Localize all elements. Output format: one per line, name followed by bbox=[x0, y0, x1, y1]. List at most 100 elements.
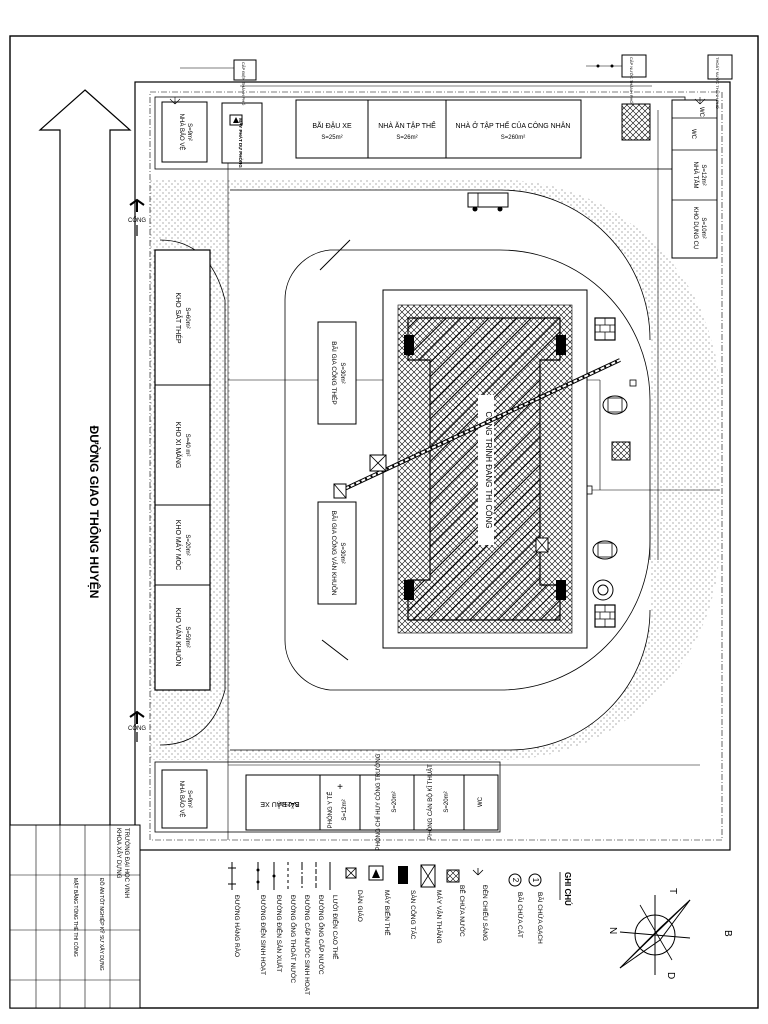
title-block-project: ĐỒ ÁN TỐT NGHIỆP KỸ SƯ XÂY DỰNG bbox=[98, 878, 106, 971]
store-steel-name: KHO SẮT THÉP bbox=[174, 292, 183, 343]
yard-steel: BÃI GIA CÔNG THÉP S=30m² bbox=[317, 321, 357, 425]
legend-symbol-6: DÀN GIÁO bbox=[356, 890, 365, 922]
compass: N T B D bbox=[607, 888, 733, 979]
gate-bottom-arrow-icon bbox=[129, 710, 145, 724]
light-icon bbox=[694, 97, 706, 105]
legend-line-3: ĐƯỜNG CẤP NƯỚC SINH HOẠT bbox=[303, 895, 313, 995]
compass-needle-icon bbox=[619, 899, 691, 969]
title-block: TRƯỜNG ĐẠI HỌC VINH KHOA XÂY DỰNG ĐỒ ÁN … bbox=[9, 824, 141, 1009]
light-icon bbox=[472, 868, 484, 876]
compass-t: T bbox=[667, 888, 678, 894]
legend-num-2-text: BÃI CHỨA CÁT bbox=[516, 892, 525, 938]
gate-top-label: CỔNG bbox=[128, 217, 146, 224]
store-machinery-name: KHO MÁY MÓC bbox=[174, 520, 183, 570]
legend-title: GHI CHÚ bbox=[563, 872, 572, 906]
command-room: PHÒNG CHỈ HUY CÔNG TRƯỜNG S=20m² bbox=[359, 753, 415, 850]
guard-room-bottom-name: NHÀ BẢO VỆ bbox=[178, 781, 186, 818]
title-block-faculty: KHOA XÂY DỰNG bbox=[115, 828, 122, 879]
wc2-name: WC bbox=[698, 107, 704, 118]
parking-bottom-name: BÃI ĐẬU XE bbox=[260, 800, 300, 809]
legend-num-1: 1 bbox=[531, 878, 540, 883]
compass-d: D bbox=[665, 972, 676, 979]
store-cement-area: S=40 m² bbox=[184, 434, 190, 457]
clinic-area: S=12m² bbox=[342, 799, 348, 820]
store-steel: KHO SẮT THÉP S=60m² bbox=[174, 292, 190, 343]
yard-formwork-name: BÃI GIA CÔNG VÁN KHUÔN bbox=[330, 511, 339, 596]
clinic-name: PHÒNG Y TẾ bbox=[327, 792, 334, 829]
clinic: + PHÒNG Y TẾ S=12m² bbox=[319, 774, 361, 831]
store-formwork: KHO VÁN KHUÔN S=59m² bbox=[174, 608, 190, 667]
gate-bottom: CỔNG bbox=[128, 710, 146, 742]
legend-line-7: ĐƯỜNG HÀNG RÀO bbox=[233, 895, 242, 957]
gate-top: CỔNG bbox=[128, 198, 146, 236]
wc-bottom: WC bbox=[463, 774, 499, 831]
command-room-name: PHÒNG CHỈ HUY CÔNG TRƯỜNG bbox=[375, 753, 382, 850]
dorm-area: S=260m² bbox=[501, 135, 526, 141]
work-yards: BÃI GIA CÔNG THÉP S=30m² BÃI GIA CÔNG VÁ… bbox=[317, 321, 357, 605]
store-machinery-area: S=20m² bbox=[184, 534, 190, 555]
legend-line-6: ĐƯỜNG ĐIỆN SINH HOẠT bbox=[259, 895, 268, 975]
water-tank bbox=[621, 103, 651, 141]
yard-steel-name: BÃI GIA CÔNG THÉP bbox=[330, 341, 339, 404]
road: ĐƯỜNG GIAO THÔNG HUYỆN bbox=[38, 89, 132, 936]
legend-symbol-5: MÁY BIẾN THẾ bbox=[383, 890, 393, 936]
city-drain-label: THOÁT NƯỚC THÀNH PHỐ bbox=[715, 57, 720, 109]
work-platform-icon bbox=[404, 335, 414, 355]
work-platform-icon bbox=[556, 335, 566, 355]
title-block-school: TRƯỜNG ĐẠI HỌC VINH bbox=[123, 828, 130, 898]
work-platform-icon bbox=[556, 580, 566, 600]
work-platform-icon bbox=[404, 580, 414, 600]
command-room-area: S=20m² bbox=[392, 791, 398, 812]
tech-room-name: PHÒNG CÁN BỘ KĨ THUẬT bbox=[427, 764, 434, 840]
legend-symbol-2: BỂ CHỨA NƯỚC bbox=[458, 885, 467, 937]
yard-formwork-area: S=30m² bbox=[339, 542, 345, 563]
legend-symbol-4: SÀN CÔNG TÁC bbox=[409, 890, 418, 940]
yard-formwork: BÃI GIA CÔNG VÁN KHUÔN S=30m² bbox=[317, 501, 357, 605]
dorm: NHÀ Ở TẬP THỂ CỦA CÔNG NHÂN S=260m² bbox=[445, 99, 582, 159]
city-power-label: CẤP ĐIỆN THÀNH PHỐ bbox=[241, 62, 246, 105]
tower-crane bbox=[333, 358, 621, 499]
guard-room-top-area: S=9m² bbox=[186, 123, 192, 141]
guard-room-top-name: NHÀ BẢO VỆ bbox=[178, 114, 186, 151]
sheet-border bbox=[9, 35, 759, 1009]
canteen: NHÀ ĂN TẬP THỂ S=26m² bbox=[367, 99, 447, 159]
clinic-cross-icon: + bbox=[337, 782, 343, 793]
shower-name: NHÀ TẮM bbox=[692, 162, 700, 189]
water-tank-icon bbox=[446, 869, 460, 883]
tech-room-area: S=20m² bbox=[444, 791, 450, 812]
legend-num-1-text: BÃI CHỨA GẠCH bbox=[536, 892, 545, 944]
compass-n: N bbox=[607, 927, 618, 934]
ring-road-left-edge bbox=[159, 239, 226, 746]
legend-line-2: ĐƯỜNG ỐNG CẤP NƯỚC bbox=[317, 895, 327, 975]
compass-b: B bbox=[722, 930, 733, 937]
tool-store-area: S=10m² bbox=[700, 217, 706, 238]
fence-outer bbox=[134, 81, 731, 851]
legend-num-icon bbox=[528, 873, 542, 887]
store-cement-name: KHO XI MĂNG bbox=[174, 422, 183, 469]
legend-symbol-1: ĐÈN CHIẾU SÁNG bbox=[481, 885, 491, 941]
bottom-row: NHÀ BẢO VỆ S=9m² BÃI ĐẬU XE S=25m² + PHÒ… bbox=[154, 753, 501, 850]
legend-line-4: ĐƯỜNG ỐNG THOÁT NƯỚC bbox=[289, 895, 299, 983]
store-machinery: KHO MÁY MÓC S=20m² bbox=[174, 520, 190, 570]
guard-room-bottom: NHÀ BẢO VỆ S=9m² bbox=[161, 769, 208, 829]
city-water-label: CẤP NƯỚC THÀNH PHỐ bbox=[629, 57, 634, 103]
water-tank-small-icon bbox=[611, 441, 631, 461]
tech-room: PHÒNG CÁN BỘ KĨ THUẬT S=20m² bbox=[413, 764, 465, 840]
legend-num-2: 2 bbox=[511, 878, 520, 883]
wc1-name: WC bbox=[690, 129, 696, 140]
guard-room-bottom-area: S=9m² bbox=[186, 790, 192, 808]
brick-yard bbox=[594, 317, 616, 628]
legend-symbol-3: MÁY VẬN THĂNG bbox=[435, 890, 444, 944]
yard-steel-area: S=30m² bbox=[339, 362, 345, 383]
gate-top-arrow-icon bbox=[129, 198, 145, 212]
shower-area: S=12m² bbox=[700, 164, 706, 185]
canteen-name: NHÀ ĂN TẬP THỂ bbox=[378, 121, 436, 130]
parking-bottom-area: S=25m² bbox=[277, 800, 298, 806]
generator-room: MÁY PHÁT DỰ PHÒNG bbox=[221, 102, 263, 168]
legend-line-1: LƯỚI ĐIỆN CAO THẾ bbox=[331, 895, 341, 960]
guard-room-top: NHÀ BẢO VỆ S=9m² bbox=[161, 101, 208, 163]
parking-top-name: BÃI ĐẬU XE bbox=[312, 121, 352, 130]
sand-yard-icon bbox=[592, 579, 614, 601]
legend-line-5: ĐƯỜNG ĐIỆN SẢN XUẤT bbox=[275, 895, 285, 972]
concrete-mixer-icon bbox=[592, 395, 628, 560]
